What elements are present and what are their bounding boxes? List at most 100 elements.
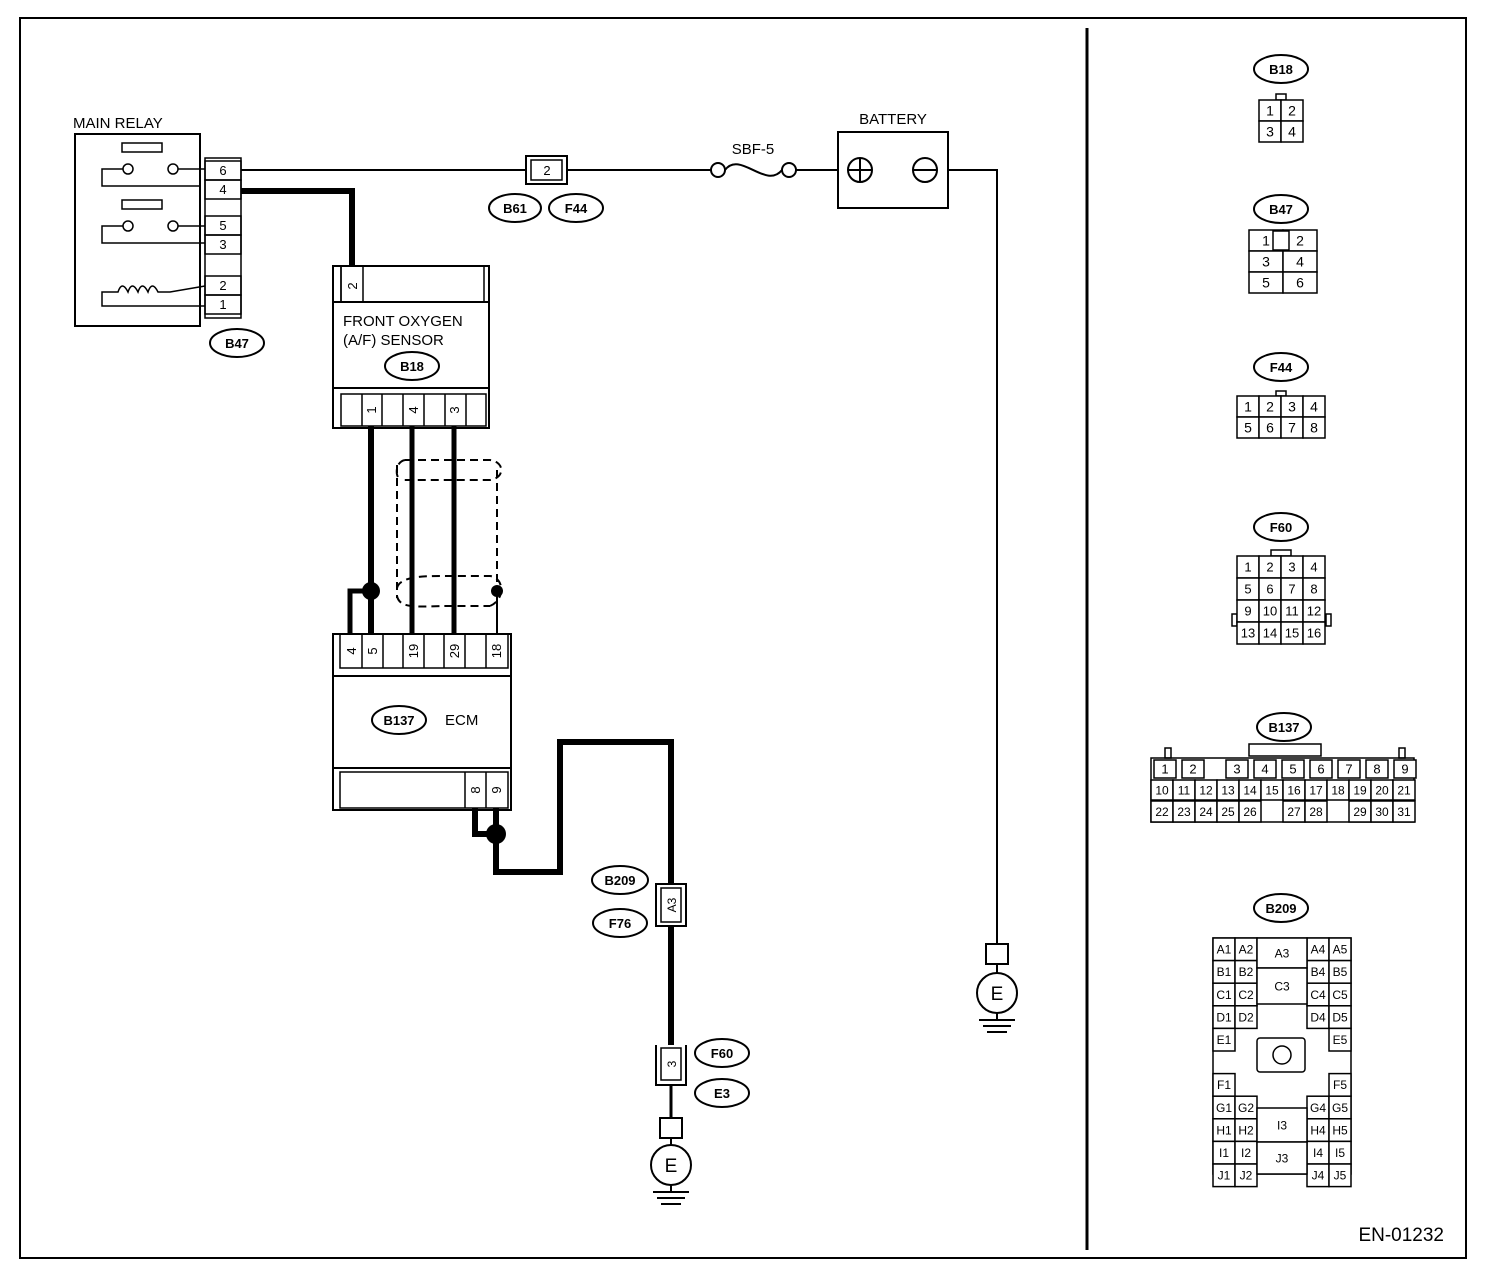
legend-pin: 10 [1263, 604, 1277, 619]
legend-pin: 5 [1244, 420, 1252, 436]
legend-pin: A5 [1333, 943, 1348, 957]
legend-pin: B1 [1217, 965, 1232, 979]
legend-pin: 17 [1309, 783, 1323, 797]
legend-pin: 4 [1288, 124, 1296, 140]
legend-pin: I2 [1241, 1146, 1251, 1160]
legend-pin: 3 [1288, 560, 1295, 575]
legend-pin: 7 [1288, 420, 1296, 436]
legend-pin: 8 [1310, 420, 1318, 436]
wires [241, 169, 998, 1118]
legend-pin: 16 [1287, 783, 1301, 797]
legend-pin: 13 [1221, 783, 1235, 797]
sensor-label-line1: FRONT OXYGEN [343, 313, 463, 330]
legend-pin: G2 [1238, 1101, 1254, 1115]
splice-points [362, 582, 506, 844]
legend-tag-f60: F60 [1270, 520, 1292, 535]
ecm-label: ECM [445, 712, 478, 729]
legend-pin: E1 [1217, 1033, 1232, 1047]
legend-pin: 3 [1233, 762, 1240, 777]
tag-e3: E3 [714, 1086, 730, 1101]
legend-pin: C3 [1274, 979, 1290, 993]
legend-pin: I1 [1219, 1146, 1229, 1160]
legend-pin: 13 [1241, 626, 1255, 641]
main-relay: MAIN RELAY 6 4 5 3 2 1 B47 [73, 115, 265, 358]
legend-pin: 1 [1244, 399, 1252, 415]
legend-pin: B4 [1311, 965, 1326, 979]
main-relay-label: MAIN RELAY [73, 115, 163, 132]
relay-pin-6: 6 [219, 163, 226, 178]
legend-pin: A2 [1239, 943, 1254, 957]
ecm-pin-4: 4 [344, 647, 359, 654]
legend-pin: C5 [1332, 988, 1348, 1002]
legend-pin: 2 [1266, 399, 1274, 415]
legend-pin: A3 [1275, 946, 1290, 960]
legend-pin: C4 [1310, 988, 1326, 1002]
figure-reference: EN-01232 [1358, 1225, 1444, 1246]
legend-pin: 10 [1155, 783, 1169, 797]
legend-tag-f44: F44 [1270, 360, 1293, 375]
tag-b18: B18 [400, 359, 424, 374]
legend-pin: I4 [1313, 1146, 1323, 1160]
battery-label: BATTERY [859, 111, 927, 128]
legend-pin: H1 [1216, 1123, 1232, 1137]
ecm-pin-9: 9 [489, 786, 504, 793]
legend-pin: 23 [1177, 805, 1191, 819]
legend-pin: 3 [1266, 124, 1274, 140]
legend-pin: F5 [1333, 1078, 1347, 1092]
legend-pin: 6 [1266, 420, 1274, 436]
legend-pin: 1 [1244, 560, 1251, 575]
diagram-frame [19, 17, 1467, 1259]
ecm-pin-19: 19 [406, 644, 421, 658]
connector-b61-f44: 2 B61 F44 [488, 155, 604, 223]
tag-f60: F60 [711, 1046, 733, 1061]
legend-pin: B5 [1333, 965, 1348, 979]
legend-pin: C2 [1238, 988, 1254, 1002]
sensor-pin-2: 2 [345, 282, 360, 289]
legend-pin: 25 [1221, 805, 1235, 819]
legend-pin: 24 [1199, 805, 1213, 819]
legend-pin: H5 [1332, 1123, 1348, 1137]
legend-pin: 11 [1178, 783, 1191, 797]
legend-pin: 31 [1397, 805, 1411, 819]
legend-tag-b18: B18 [1269, 62, 1293, 77]
legend-tag-b137: B137 [1268, 720, 1299, 735]
legend-pin: 7 [1345, 762, 1352, 777]
legend-pin: F1 [1217, 1078, 1231, 1092]
legend-pin: 2 [1189, 762, 1196, 777]
legend-pin: 8 [1373, 762, 1380, 777]
legend-pin: 4 [1310, 560, 1317, 575]
legend-pin: D4 [1310, 1010, 1326, 1024]
legend-pin: 14 [1263, 626, 1277, 641]
sensor-label-line2: (A/F) SENSOR [343, 332, 444, 349]
legend-pin: 4 [1310, 399, 1318, 415]
legend-pin: J3 [1276, 1151, 1289, 1165]
ecm-pin-8: 8 [468, 786, 483, 793]
ground-label: E [665, 1156, 678, 1177]
legend-pin: G1 [1216, 1101, 1232, 1115]
legend-pin: D5 [1332, 1010, 1348, 1024]
sensor-pin-1: 1 [364, 406, 379, 413]
connector-b209-f76: A3 B209 F76 [591, 865, 687, 938]
legend-pin: D1 [1216, 1010, 1232, 1024]
legend-pin: 9 [1401, 762, 1408, 777]
ecm-pin-29: 29 [447, 644, 462, 658]
legend-pin: 19 [1353, 783, 1367, 797]
relay-pin-3: 3 [219, 237, 226, 252]
fuse-sbf5: SBF-5 [710, 141, 797, 178]
tag-f76: F76 [609, 916, 631, 931]
legend-tag-b209: B209 [1265, 901, 1296, 916]
legend-pin: I3 [1277, 1118, 1287, 1132]
legend-pin: 4 [1296, 254, 1304, 270]
legend-pin: 5 [1244, 582, 1251, 597]
legend-pin: 2 [1288, 103, 1296, 119]
relay-pin-1: 1 [219, 297, 226, 312]
ecm: 4 5 19 29 18 B137 ECM 8 9 [332, 633, 512, 811]
legend-pin: 7 [1288, 582, 1295, 597]
sensor-pin-4: 4 [406, 406, 421, 413]
legend-pin: A1 [1217, 943, 1232, 957]
legend-pin: J1 [1218, 1169, 1231, 1183]
legend-pin: 3 [1262, 254, 1270, 270]
legend-pin: J5 [1334, 1169, 1347, 1183]
